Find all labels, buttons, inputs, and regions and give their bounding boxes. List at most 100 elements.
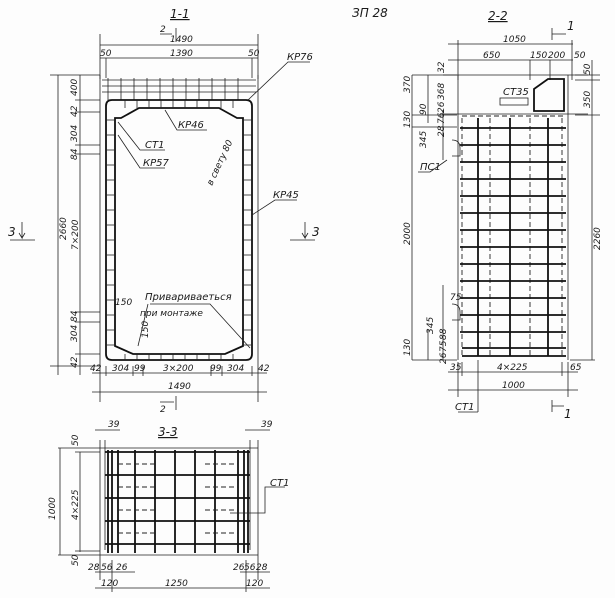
dim-304: 304 xyxy=(70,125,80,142)
dim-lines-top xyxy=(448,40,573,80)
ps1-loop xyxy=(418,139,461,173)
section-title: 1-1 xyxy=(170,7,190,21)
label-kr45: КР45 xyxy=(273,190,299,201)
note-weld: Привариваеться xyxy=(145,292,232,303)
dim-56: 56 xyxy=(244,563,256,573)
label-st1: СТ1 xyxy=(270,478,289,489)
body-outline xyxy=(457,115,569,360)
dim-50: 50 xyxy=(248,49,260,59)
outer-frame xyxy=(105,99,253,361)
section-1-1: 1-1 2 1490 1390 50 50 2660 400 42 304 84… xyxy=(8,7,320,415)
dim-65: 65 xyxy=(570,363,582,373)
dim-90: 90 xyxy=(419,103,429,115)
section-title: 3-3 xyxy=(158,425,178,439)
dim-345: 345 xyxy=(419,131,429,148)
dim-lines-right xyxy=(570,60,600,361)
dim-42: 42 xyxy=(70,356,80,368)
plan-outline xyxy=(58,440,259,580)
dim-1000: 1000 xyxy=(502,381,525,391)
leader-lines xyxy=(117,61,310,349)
dim-1490: 1490 xyxy=(168,382,191,392)
dim-150: 150 xyxy=(115,298,132,308)
dim-304: 304 xyxy=(227,364,244,374)
dim-88: 88 xyxy=(439,328,449,340)
cut-arrow xyxy=(551,28,566,40)
dim-2000: 2000 xyxy=(403,222,413,245)
ps1-loop-lower xyxy=(451,303,461,321)
sheet-title: ЗП 28 xyxy=(352,6,388,20)
dim-7x200: 7×200 xyxy=(71,219,81,250)
dim-lines-bottom xyxy=(448,360,578,413)
dim-50: 50 xyxy=(71,434,81,446)
dim-28: 28 xyxy=(256,563,268,573)
dim-42: 42 xyxy=(70,105,80,117)
dim-345: 345 xyxy=(426,317,436,334)
dim-3x200: 3×200 xyxy=(163,364,194,374)
dim-50: 50 xyxy=(583,63,593,75)
dim-26: 26 xyxy=(437,101,447,113)
label-st1: СТ1 xyxy=(455,402,474,413)
dim-370: 370 xyxy=(403,76,413,93)
dim-26: 26 xyxy=(439,352,449,364)
label-clear-80: в свету 80 xyxy=(206,139,236,188)
cut-marker: 1 xyxy=(567,19,575,33)
dim-1000: 1000 xyxy=(48,497,58,520)
dim-28: 28 xyxy=(88,563,100,573)
dim-120: 120 xyxy=(101,579,118,589)
dim-42: 42 xyxy=(258,364,270,374)
head-outline xyxy=(443,74,588,115)
wall-mesh xyxy=(460,118,566,357)
dim-84: 84 xyxy=(70,148,80,160)
dim-56: 56 xyxy=(101,563,113,573)
dim-368: 368 xyxy=(437,83,447,100)
section-3-3: 3-3 39 39 50 1000 4×225 50 28 56 26 26 5… xyxy=(48,420,289,592)
dim-28: 28 xyxy=(437,125,447,137)
dim-84: 84 xyxy=(70,310,80,322)
label-ps1: ПС1 xyxy=(420,162,441,173)
frame-stirrups xyxy=(106,100,252,360)
dim-32: 32 xyxy=(437,61,447,73)
dim-1390: 1390 xyxy=(170,49,193,59)
dim-4x225: 4×225 xyxy=(71,489,81,520)
cut-marker: 2 xyxy=(160,25,166,35)
dim-99: 99 xyxy=(134,364,146,374)
section-2-2: 2-2 1 1050 650 150 200 50 СТ35 ПС1 370 3… xyxy=(403,9,603,421)
dim-75: 75 xyxy=(439,340,449,352)
dim-50: 50 xyxy=(71,554,81,566)
leader-st1 xyxy=(230,486,285,514)
inner-frame xyxy=(114,107,244,355)
cut-arrow xyxy=(160,396,177,410)
label-kr46: КР46 xyxy=(178,120,204,131)
dim-2660: 2660 xyxy=(59,217,69,240)
plan-mesh xyxy=(105,450,250,553)
dim-130: 130 xyxy=(403,111,413,128)
cut-arrow xyxy=(551,400,564,412)
dim-75: 75 xyxy=(450,293,462,303)
dim-350: 350 xyxy=(583,91,593,108)
section-arrow xyxy=(10,222,35,241)
dim-304: 304 xyxy=(112,364,129,374)
dim-1250: 1250 xyxy=(165,579,188,589)
dim-26: 26 xyxy=(116,563,128,573)
dim-120: 120 xyxy=(246,579,263,589)
dim-400: 400 xyxy=(70,79,80,96)
section-mark-3-right: 3 xyxy=(312,225,320,239)
dim-2260: 2260 xyxy=(593,227,603,250)
label-st35: СТ35 xyxy=(503,87,529,98)
top-mesh-kr76 xyxy=(102,78,256,100)
dim-99: 99 xyxy=(210,364,222,374)
dim-26: 26 xyxy=(233,563,245,573)
dim-4x225: 4×225 xyxy=(497,363,528,373)
st35-marker xyxy=(499,97,529,106)
dim-39: 39 xyxy=(261,420,273,430)
dim-150: 150 xyxy=(530,51,547,61)
section-title: 2-2 xyxy=(488,9,508,23)
dim-130: 130 xyxy=(403,339,413,356)
frame-outline xyxy=(50,74,259,367)
label-kr57: КР57 xyxy=(143,158,169,169)
dim-1050: 1050 xyxy=(503,35,526,45)
dim-50: 50 xyxy=(574,51,586,61)
cut-marker-bottom: 2 xyxy=(160,405,166,415)
